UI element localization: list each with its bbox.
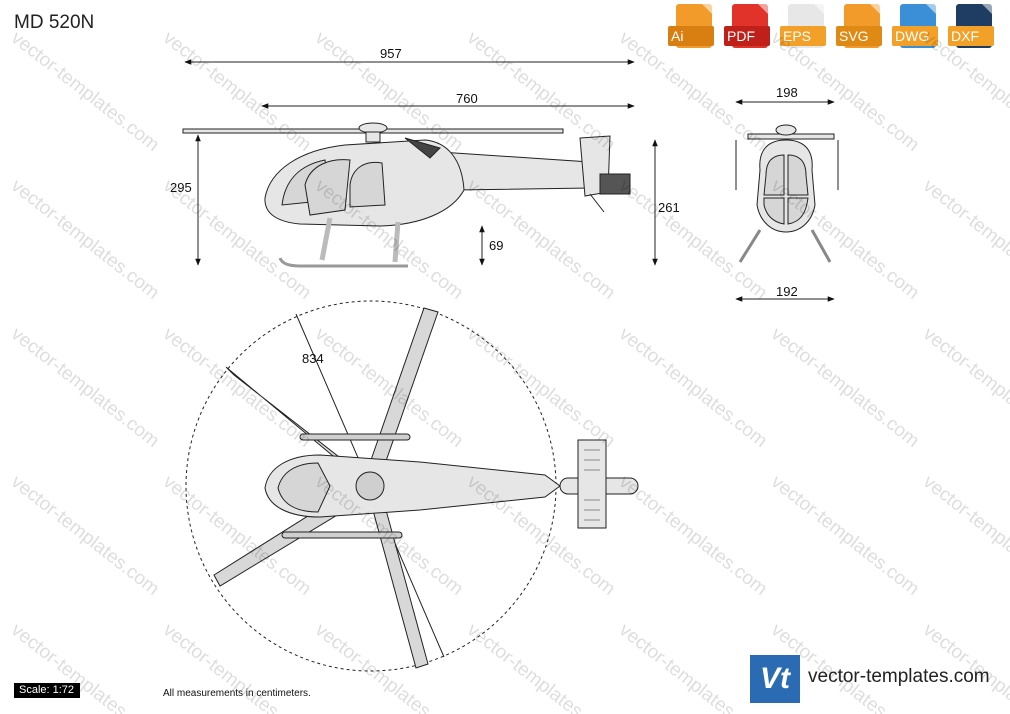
watermark-text: vector-templates.com	[767, 323, 923, 451]
format-icon-ai[interactable]: Ai	[668, 4, 716, 52]
measurement-note: All measurements in centimeters.	[163, 688, 311, 699]
watermark-text: vector-templates.com	[463, 619, 619, 714]
front-dimensions	[735, 99, 835, 302]
watermark-text: vector-templates.com	[463, 323, 619, 451]
side-view	[182, 122, 631, 268]
door-window-rear	[349, 161, 386, 208]
rotor-mast	[365, 131, 381, 143]
format-icons: Ai PDF EPS SVG DWG DXF	[668, 4, 996, 52]
engine-intake	[404, 137, 441, 159]
rear-skid-strut	[392, 221, 401, 263]
front-view	[735, 124, 839, 263]
format-icon-svg[interactable]: SVG	[836, 4, 884, 52]
format-label: EPS	[780, 26, 826, 46]
format-icon-dwg[interactable]: DWG	[892, 4, 940, 52]
page-title: MD 520N	[14, 12, 95, 33]
watermark-text: vector-templates.com	[615, 323, 771, 451]
top-skid-left	[299, 433, 411, 441]
watermark-text: vector-templates.com	[311, 619, 467, 714]
dim-skid-width: 192	[776, 284, 798, 299]
watermark-text: vector-templates.com	[7, 323, 163, 451]
door-window-front	[304, 159, 351, 216]
front-rotor-hub	[775, 124, 797, 136]
format-icon-pdf[interactable]: PDF	[724, 4, 772, 52]
scale-label: Scale: 1:72	[14, 683, 80, 698]
top-view	[185, 300, 639, 672]
watermark-text: vector-templates.com	[159, 619, 315, 714]
dim-overall-length: 957	[380, 46, 402, 61]
format-icon-eps[interactable]: EPS	[780, 4, 828, 52]
watermark-text: vector-templates.com	[615, 619, 771, 714]
watermark-text: vector-templates.com	[7, 27, 163, 155]
format-label: SVG	[836, 26, 882, 46]
dim-front-width: 198	[776, 85, 798, 100]
watermark-text: vector-templates.com	[919, 323, 1010, 451]
watermark-text: vector-templates.com	[919, 175, 1010, 303]
dim-height-tail: 261	[658, 200, 680, 215]
top-canopy	[277, 462, 331, 513]
top-rotor-hub	[355, 471, 385, 501]
watermark-text: vector-templates.com	[159, 27, 315, 155]
watermark-text: vector-templates.com	[615, 27, 771, 155]
dim-height-rotor: 295	[170, 180, 192, 195]
watermark-text: vector-templates.com	[615, 175, 771, 303]
watermark-text: vector-templates.com	[615, 471, 771, 599]
horizontal-stabilizer	[577, 439, 607, 529]
watermark-text: vector-templates.com	[7, 175, 163, 303]
front-window-right	[787, 154, 809, 196]
watermark-text: vector-templates.com	[7, 619, 163, 714]
watermark-text: vector-templates.com	[919, 27, 1010, 155]
watermark-text: vector-templates.com	[159, 323, 315, 451]
front-window-left	[763, 154, 785, 196]
watermark-text: vector-templates.com	[7, 471, 163, 599]
site-logo-icon[interactable]: Vt	[750, 655, 800, 703]
side-dimensions	[184, 59, 658, 266]
format-label: DXF	[948, 26, 994, 46]
dim-rotor-diameter: 834	[302, 351, 324, 366]
format-label: PDF	[724, 26, 770, 46]
front-skid-strut	[319, 217, 333, 261]
watermark-text: vector-templates.com	[463, 27, 619, 155]
format-label: Ai	[668, 26, 714, 46]
watermark-text: vector-templates.com	[919, 471, 1010, 599]
dim-skid-clearance: 69	[489, 238, 503, 253]
format-icon-dxf[interactable]: DXF	[948, 4, 996, 52]
watermark-text: vector-templates.com	[767, 471, 923, 599]
tail-skid	[589, 193, 605, 213]
site-url-link[interactable]: vector-templates.com	[808, 666, 990, 687]
top-skid-right	[281, 531, 403, 539]
landing-skid	[278, 257, 408, 268]
tail-stabilizer	[599, 173, 631, 195]
format-label: DWG	[892, 26, 938, 46]
dim-fuselage-length: 760	[456, 91, 478, 106]
